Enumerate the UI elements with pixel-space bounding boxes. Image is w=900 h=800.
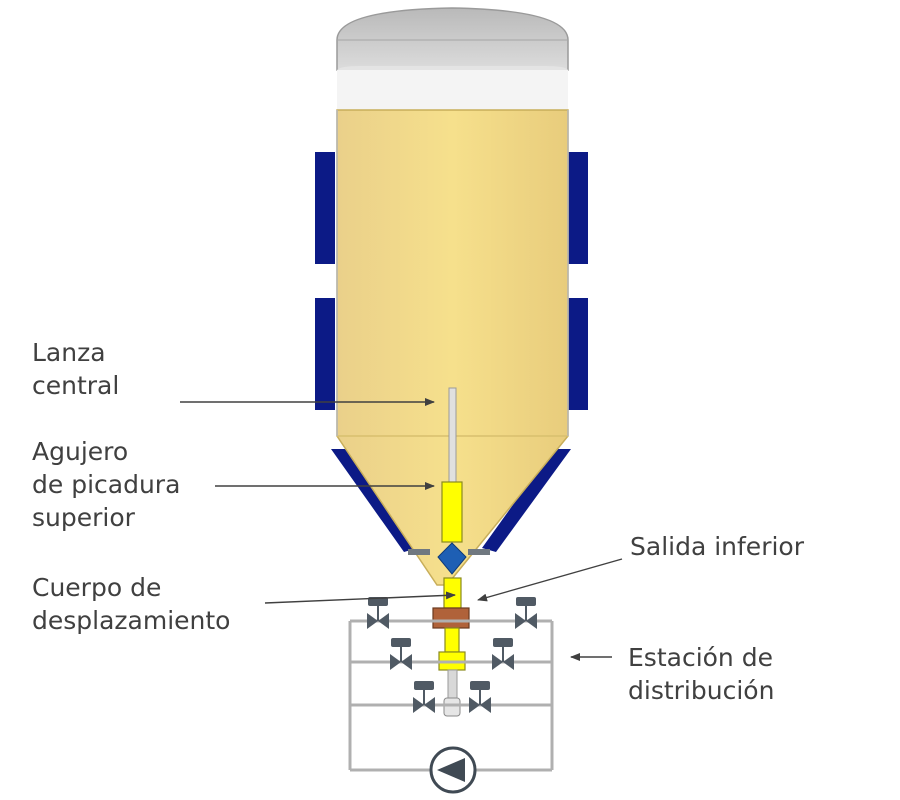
jacket-plates — [315, 152, 588, 552]
label-estacion-distribucion: Estación de distribución — [628, 641, 774, 707]
label-agujero-line-3: superior — [32, 503, 135, 532]
valve-4 — [492, 638, 514, 670]
label-agujero-line-2: de picadura — [32, 470, 181, 499]
jacket-plate-right-top — [568, 152, 588, 264]
label-salida-inferior: Salida inferior — [630, 530, 804, 563]
valve-6 — [469, 681, 491, 713]
arrow-salida — [477, 558, 623, 602]
jacket-plate-right-bottom — [568, 298, 588, 410]
label-agujero-line-1: Agujero — [32, 437, 129, 466]
valve-5 — [413, 681, 435, 713]
label-cuerpo-line-2: desplazamiento — [32, 606, 231, 635]
lower-outlet — [432, 607, 470, 629]
label-cuerpo-line-1: Cuerpo de — [32, 573, 162, 602]
tank-lid — [336, 7, 569, 110]
label-agujero: Agujero de picadura superior — [32, 435, 180, 534]
label-lanza-line-1: Lanza — [32, 338, 106, 367]
jacket-plate-left-bottom — [315, 298, 335, 410]
label-estacion-line-2: distribución — [628, 676, 775, 705]
lance-tip — [443, 697, 461, 717]
pump-icon — [429, 746, 477, 794]
cone-flange-left — [408, 549, 430, 555]
lance-yellow-middle — [443, 577, 462, 609]
jacket-cone-right — [482, 449, 571, 552]
label-salida-line-1: Salida inferior — [630, 532, 804, 561]
label-lanza-line-2: central — [32, 371, 120, 400]
valve-3 — [390, 638, 412, 670]
jacket-plate-left-top — [315, 152, 335, 264]
label-lanza-central: Lanza central — [32, 336, 119, 402]
lance-yellow-lower — [444, 627, 460, 653]
label-estacion-line-1: Estación de — [628, 643, 773, 672]
jacket-cone-left — [331, 449, 418, 552]
lance-yellow-upper — [441, 481, 463, 543]
cone-flange-right — [468, 549, 490, 555]
arrow-cuerpo — [264, 591, 456, 604]
leader-arrows — [180, 398, 623, 661]
valve-2 — [515, 597, 537, 629]
label-cuerpo-desplazamiento: Cuerpo de desplazamiento — [32, 571, 230, 637]
valves — [367, 597, 537, 713]
displacement-body — [437, 542, 467, 575]
tank-body — [336, 109, 569, 586]
valve-1 — [367, 597, 389, 629]
